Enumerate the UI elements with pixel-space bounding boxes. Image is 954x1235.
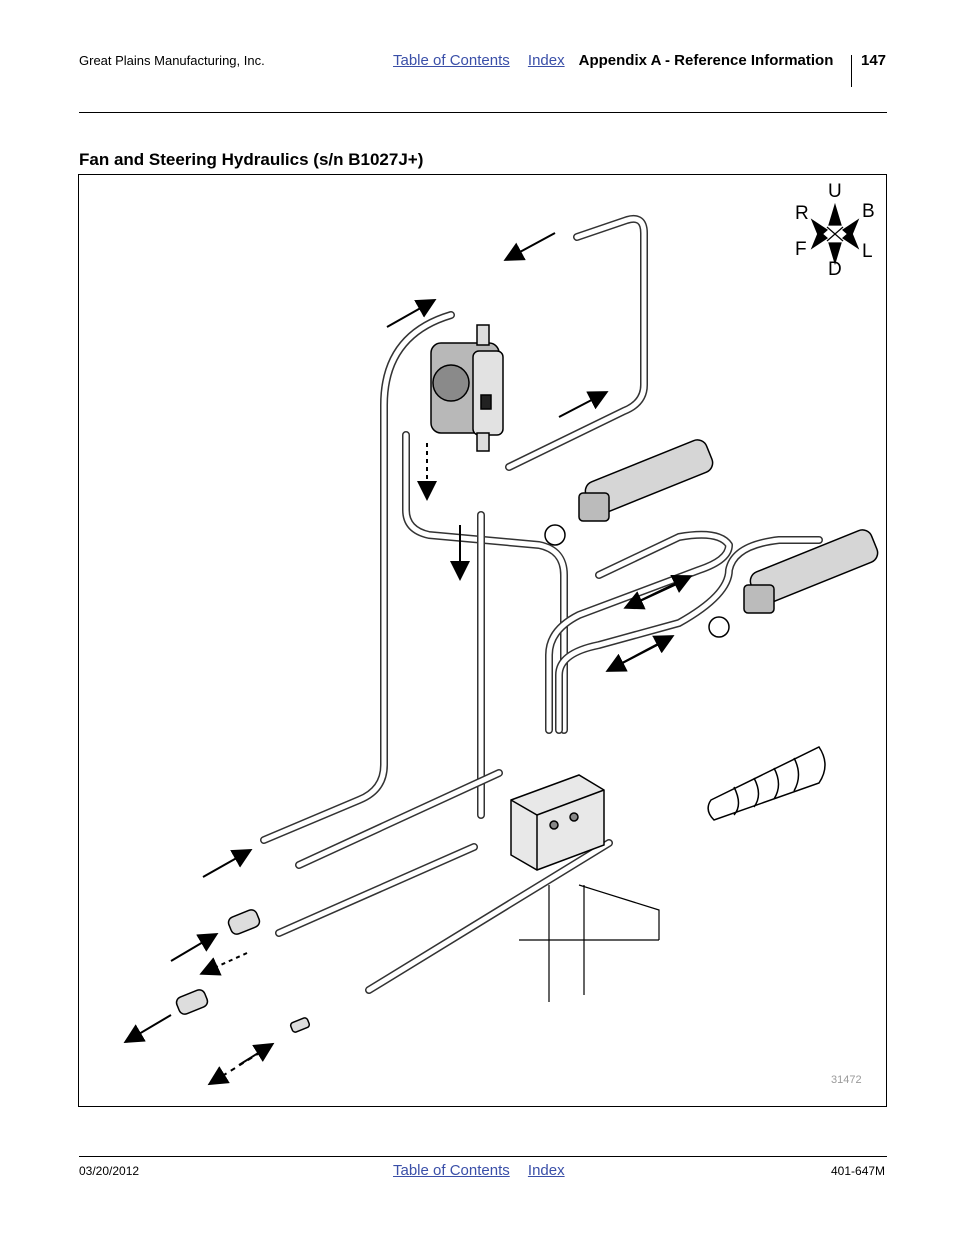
valve-block: [510, 774, 605, 871]
hose-lines: [260, 214, 823, 994]
compass-down-label: D: [828, 259, 842, 280]
footer-rule: [79, 1156, 887, 1157]
header-toc-link[interactable]: Table of Contents: [393, 52, 510, 69]
footer-toc-link[interactable]: Table of Contents: [393, 1162, 510, 1179]
header-nav: Table of Contents Index Appendix A - Refe…: [393, 52, 833, 69]
header-index-link[interactable]: Index: [527, 52, 565, 69]
document-number: 401-647M: [831, 1164, 886, 1178]
frame-bracket: [519, 884, 660, 1002]
page-number: 147: [861, 52, 887, 69]
spiral-hose-guard: [707, 746, 826, 821]
figure-number: 31472: [831, 1074, 862, 1086]
steering-cylinder-upper: [544, 439, 714, 546]
compass-front-label: F: [795, 239, 807, 260]
compass-up-label: U: [828, 181, 842, 202]
footer-date: 03/20/2012: [79, 1164, 140, 1178]
footer-index-link[interactable]: Index: [527, 1162, 565, 1179]
hydraulics-drawing: [123, 202, 879, 1086]
footer-nav: Table of Contents Index: [393, 1162, 579, 1179]
header-rule: [79, 112, 887, 113]
hose-couplers: [175, 909, 311, 1033]
flow-arrows: [123, 232, 693, 1086]
section-title: Fan and Steering Hydraulics (s/n B1027J+…: [79, 150, 424, 169]
header-section-title: Appendix A - Reference Information: [578, 52, 834, 69]
hydraulic-motor: [430, 324, 504, 452]
hydraulics-figure: U R B F L D 31472: [78, 174, 887, 1107]
compass-left-label: L: [862, 241, 873, 262]
steering-cylinder-lower: [708, 529, 879, 638]
company-name: Great Plains Manufacturing, Inc.: [79, 53, 265, 68]
compass-right-label: R: [795, 203, 809, 224]
header-divider: [851, 55, 852, 87]
compass-rose: [810, 202, 860, 266]
compass-back-label: B: [862, 201, 875, 222]
